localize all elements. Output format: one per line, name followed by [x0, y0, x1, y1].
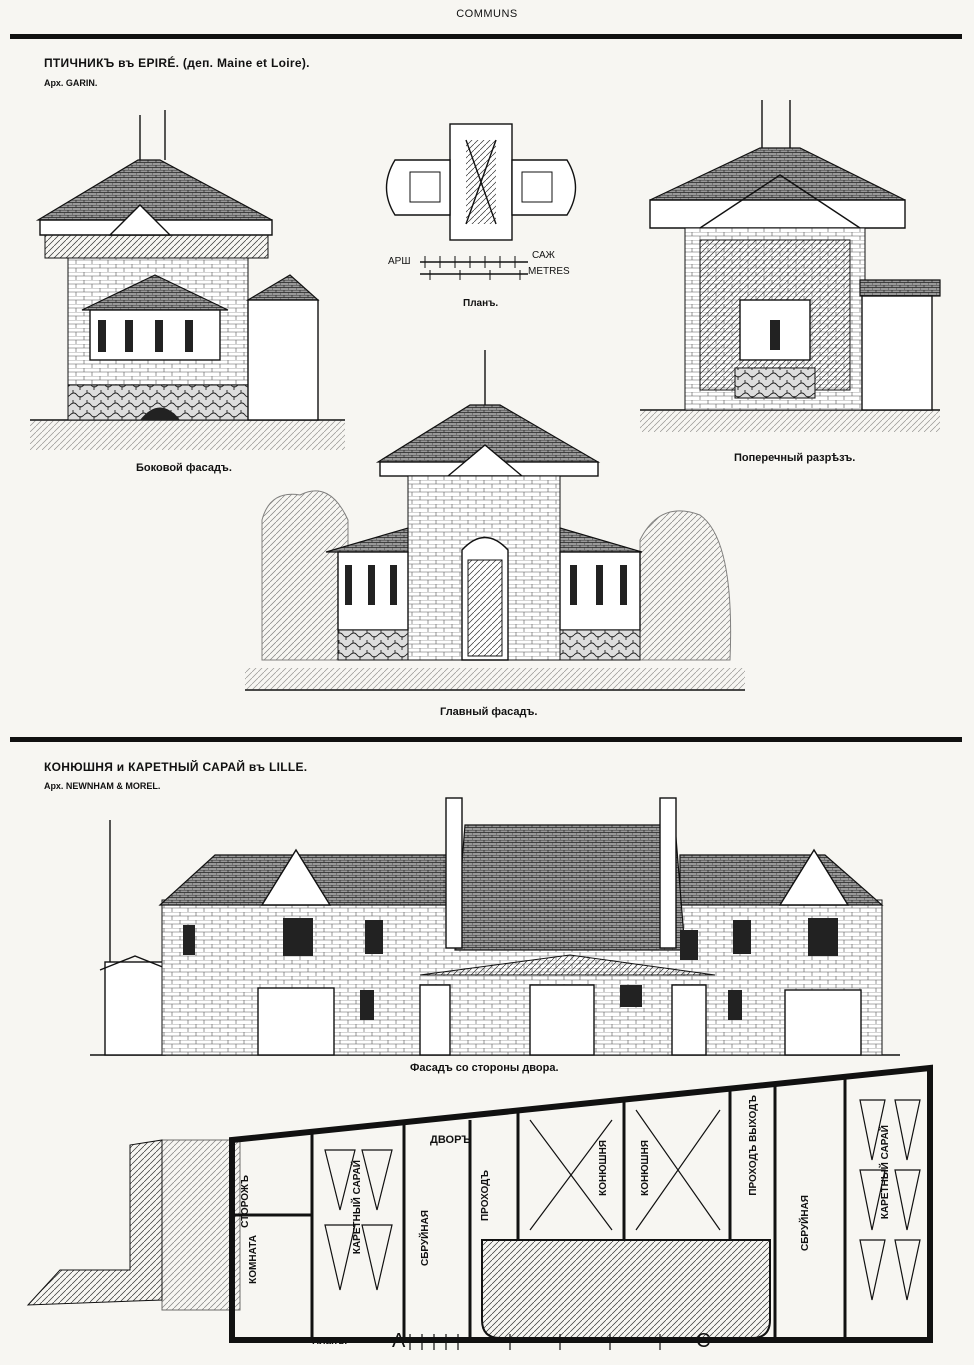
scale-label-metres: METRES: [528, 266, 570, 277]
plan-label-harness-1: СБРУЙНАЯ: [420, 1210, 431, 1266]
middle-rule: [10, 737, 962, 742]
caption-main-facade: Главный фасадъ.: [440, 706, 538, 718]
caption-courtyard-facade: Фасадъ со стороны двора.: [410, 1062, 559, 1074]
top-rule: [10, 34, 962, 39]
section2-title: КОНЮШНЯ и КАРЕТНЫЙ САРАЙ въ LILLE.: [44, 760, 308, 774]
plan-label-coach-shed-1: КАРЕТНЫЙ САРАЙ: [352, 1160, 363, 1255]
section1-title: ПТИЧНИКЪ въ EPIRÉ. (деп. Maine et Loire)…: [44, 56, 310, 70]
section1-architect: Арх. GARIN.: [44, 78, 98, 88]
plan-label-watchman: СТОРОЖЪ: [240, 1175, 251, 1228]
aviary-plan-drawing: [385, 123, 577, 280]
main-facade-drawing: [245, 350, 745, 691]
plan-label-coach-shed-2: КАРЕТНЫЙ САРАЙ: [880, 1125, 891, 1220]
section2-architect: Арх. NEWNHAM & MOREL.: [44, 781, 161, 791]
stable-facade-drawing: [90, 797, 900, 1056]
caption-cross-section: Поперечный разрѣзъ.: [734, 452, 856, 464]
plan-label-stable-2: КОНЮШНЯ: [640, 1140, 651, 1196]
caption-plan: Планъ.: [463, 298, 499, 309]
stable-plan-drawing: [26, 1064, 933, 1350]
side-facade-drawing: [30, 110, 345, 450]
scale-letter-a: А: [392, 1330, 406, 1352]
caption-stable-plan: Планъ.: [312, 1336, 348, 1347]
plan-label-harness-2: СБРУЙНАЯ: [800, 1195, 811, 1251]
scale-label-arsh: АРШ: [388, 256, 411, 267]
scale-label-sazh: САЖ: [532, 250, 555, 261]
plan-label-stable-1: КОНЮШНЯ: [598, 1140, 609, 1196]
plan-label-yard: ДВОРЪ: [430, 1134, 471, 1146]
page-header: COMMUNS: [456, 8, 518, 20]
caption-side-facade: Боковой фасадъ.: [136, 462, 232, 474]
cross-section-drawing: [640, 100, 941, 432]
plan-label-room: КОМНАТА: [248, 1235, 259, 1284]
scale-letter-c: С: [696, 1330, 711, 1352]
plan-label-passage-exit: ПРОХОДЪ ВЫХОДЪ: [748, 1095, 759, 1196]
plan-label-passage-1: ПРОХОДЪ: [480, 1170, 491, 1222]
